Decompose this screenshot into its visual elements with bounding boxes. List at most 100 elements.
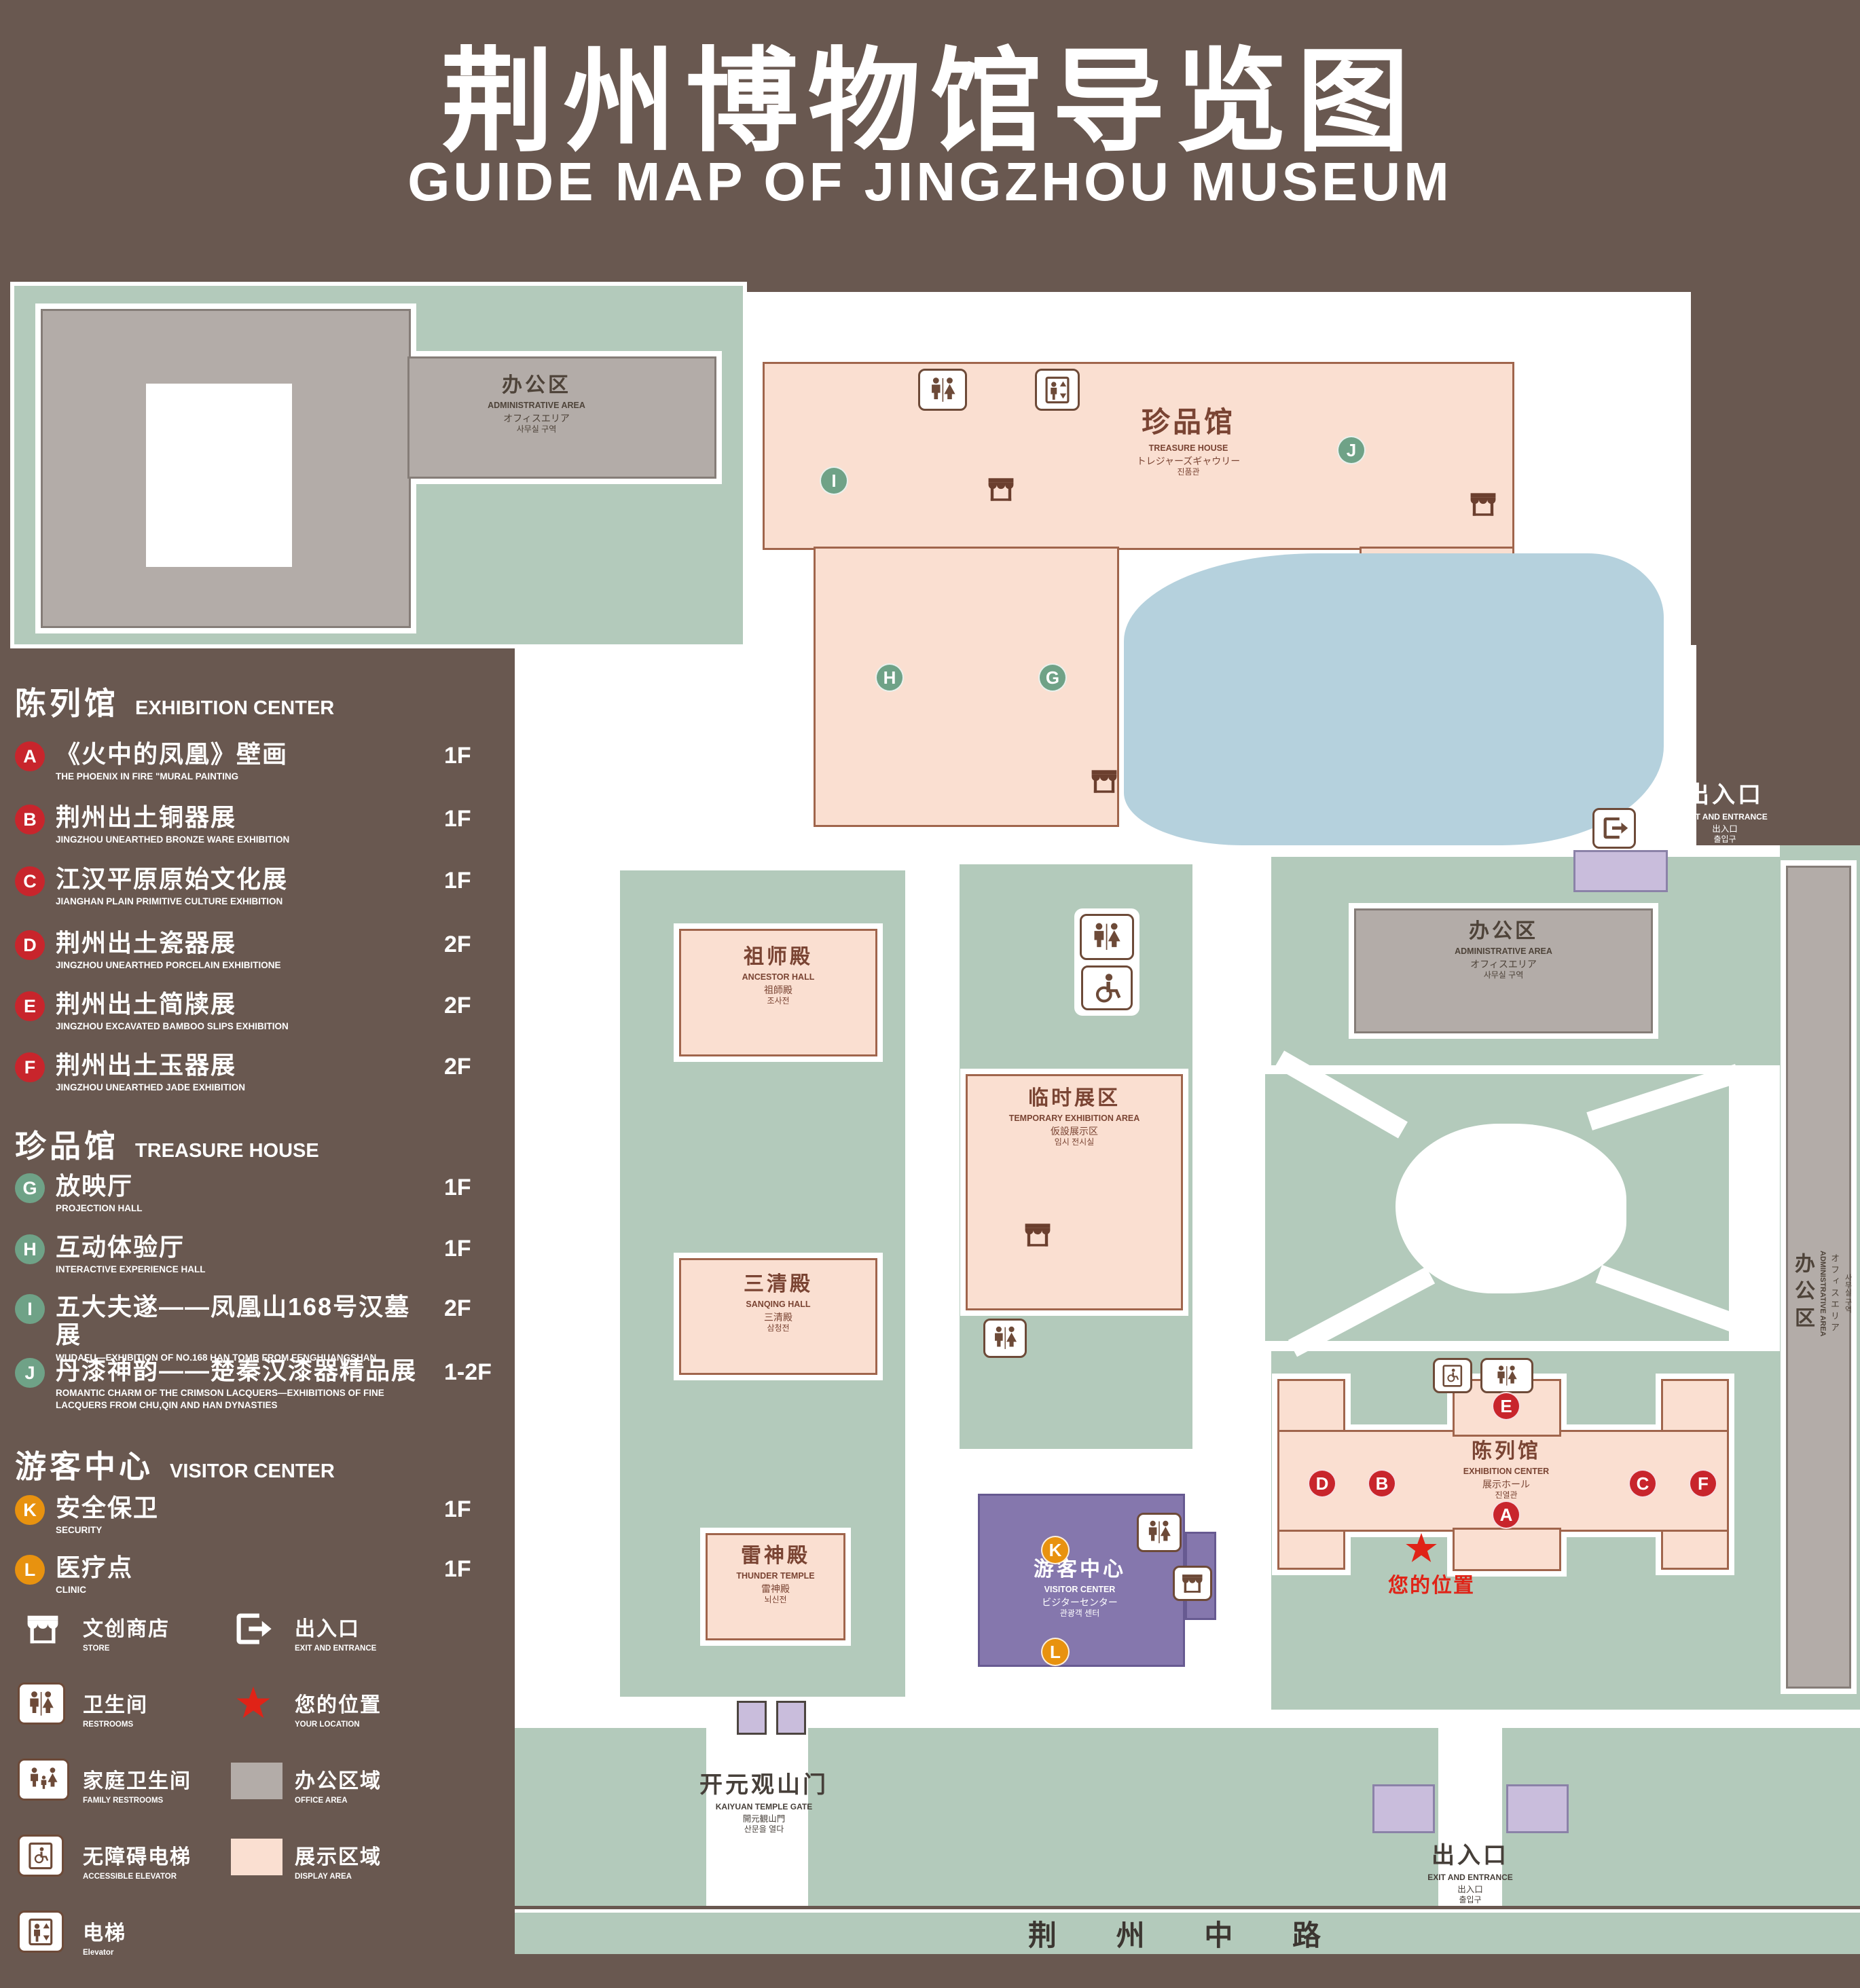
label-ja: 祖師殿 (764, 984, 792, 996)
item-floor: 2F (444, 993, 471, 1018)
item-zh: 丹漆神韵——楚秦汉漆器精品展 (56, 1357, 418, 1384)
elevator-icon (1035, 369, 1080, 411)
label-zh: 祖师殿 (744, 946, 813, 968)
label-en: ADMINISTRATIVE AREA (1455, 946, 1552, 956)
store-icon (1087, 766, 1122, 797)
admin-building-east-strip (1786, 866, 1851, 1689)
symbol-zh: 您的位置 (295, 1694, 382, 1716)
map-marker-b: B (1368, 1469, 1396, 1498)
label-en: TEMPORARY EXHIBITION AREA (1008, 1113, 1140, 1123)
item-en: PROJECTION HALL (56, 1203, 143, 1214)
label-en: TREASURE HOUSE (1148, 443, 1228, 453)
visitor-center-label: 游客中心 VISITOR CENTER ビジターセンター 관광객 센터 (986, 1556, 1173, 1619)
store-icon (983, 474, 1019, 505)
label-ja: オフィスエリア (1470, 959, 1537, 970)
label-ja: オフィスエリア (503, 413, 570, 424)
symbol-zh: 出入口 (295, 1618, 360, 1640)
admin-building-northeast (1354, 908, 1653, 1033)
label-ja: 開元観山門 (742, 1814, 786, 1824)
your-location-star-icon (1404, 1532, 1438, 1566)
exit-icon (1592, 808, 1636, 849)
office-area-swatch (231, 1763, 282, 1799)
item-floor: 2F (444, 932, 471, 957)
map-marker-l: L (1041, 1638, 1070, 1666)
treasure-house-label: 珍品馆 TREASURE HOUSE トレジャーズギャウリー 진품관 (1056, 404, 1321, 478)
label-ja: 展示ホール (1482, 1479, 1530, 1490)
label-ko: 사무실 구역 (1483, 970, 1524, 980)
symbol-en: ACCESSIBLE ELEVATOR (83, 1873, 177, 1881)
symbol-family-label: 家庭卫生间 FAMILY RESTROOMS (83, 1764, 192, 1805)
exhibition-center-label: 陈列馆 EXHIBITION CENTER 展示ホール 진열관 (1392, 1438, 1620, 1501)
thunder-temple-label: 雷神殿 THUNDER TEMPLE 雷神殿 뇌신전 (706, 1543, 845, 1606)
label-ko: 뇌신전 (764, 1595, 787, 1605)
map-marker-a: A (1492, 1501, 1520, 1529)
symbol-store-label: 文创商店 STORE (83, 1612, 170, 1653)
label-ja: ビジターセンター (1042, 1597, 1118, 1608)
item-zh: 五大夫遂——凤凰山168号汉墓展 (56, 1293, 411, 1349)
section-title-zh: 珍品馆 (15, 1128, 119, 1164)
label-zh: 三清殿 (744, 1273, 813, 1295)
marker-h: H (15, 1234, 45, 1264)
symbol-accessible-label: 无障碍电梯 ACCESSIBLE ELEVATOR (83, 1840, 192, 1881)
item-zh: 放映厅 (56, 1172, 134, 1200)
symbol-zh: 办公区域 (295, 1770, 382, 1792)
label-ko: 진열관 (1495, 1490, 1518, 1501)
item-en: WUDAFU—EXHIBITION OF NO.168 HAN TOMB FRO… (56, 1352, 377, 1363)
symbol-zh: 电梯 (83, 1922, 126, 1945)
label-ko: 출입구 (1713, 834, 1736, 844)
label-ko: 삼청전 (767, 1323, 790, 1333)
item-zh: 荆州出土玉器展 (56, 1051, 237, 1079)
item-floor: 2F (444, 1295, 471, 1321)
ancestor-hall-label: 祖师殿 ANCESTOR HALL 祖師殿 조사전 (679, 944, 877, 1007)
accessible-restroom-icon (1081, 965, 1133, 1010)
symbol-office-label: 办公区域 OFFICE AREA (295, 1764, 382, 1805)
section-title-zh: 游客中心 (15, 1449, 153, 1484)
label-zh: 临时展区 (1028, 1087, 1120, 1109)
item-floor: 1F (444, 1496, 471, 1522)
marker-k: K (15, 1495, 45, 1525)
restroom-icon (18, 1682, 65, 1725)
kaiyuan-gate-label: 开元观山门 KAIYUAN TEMPLE GATE 開元観山門 산문을 열다 (651, 1771, 877, 1835)
label-ko: 사무실 구역 (1844, 1273, 1852, 1314)
store-icon (1173, 1566, 1212, 1601)
label-en: EXHIBITION CENTER (1463, 1467, 1550, 1476)
map-marker-g: G (1038, 663, 1067, 692)
label-ko: 관광객 센터 (1059, 1608, 1100, 1619)
restroom-icon (1480, 1358, 1533, 1393)
label-zh: 陈列馆 (1472, 1440, 1541, 1462)
label-ko: 산문을 열다 (744, 1824, 784, 1834)
label-en: EXIT AND ENTRANCE (1682, 811, 1768, 822)
label-ko: 출입구 (1459, 1894, 1482, 1904)
water-pond (1124, 553, 1664, 845)
symbol-en: RESTROOMS (83, 1720, 134, 1729)
treasure-house-building (763, 362, 1514, 550)
legend-section-exhibition-center: 陈列馆 EXHIBITION CENTER (15, 679, 334, 724)
restroom-icon (918, 369, 967, 411)
item-en: INTERACTIVE EXPERIENCE HALL (56, 1264, 206, 1275)
south-exit-pad-east (1506, 1784, 1569, 1833)
label-en: THUNDER TEMPLE (736, 1571, 815, 1581)
symbol-location-label: 您的位置 YOUR LOCATION (295, 1688, 382, 1729)
item-en: THE PHOENIX IN FIRE "MURAL PAINTING (56, 771, 239, 782)
exit-icon (231, 1608, 273, 1650)
symbol-en: Elevator (83, 1949, 114, 1957)
item-floor: 1F (444, 743, 471, 769)
map-marker-h: H (875, 663, 904, 692)
admin-ne-label: 办公区 ADMINISTRATIVE AREA オフィスエリア 사무실 구역 (1354, 918, 1653, 981)
item-en: CLINIC (56, 1585, 86, 1596)
map-marker-i: I (820, 466, 848, 495)
item-zh: 荆州出土瓷器展 (56, 929, 237, 957)
label-ko: 사무실 구역 (516, 424, 557, 435)
accessible-elevator-icon (1433, 1358, 1472, 1393)
marker-d: D (15, 930, 45, 960)
elevator-icon (18, 1911, 64, 1953)
accessible-elevator-icon (18, 1835, 64, 1877)
